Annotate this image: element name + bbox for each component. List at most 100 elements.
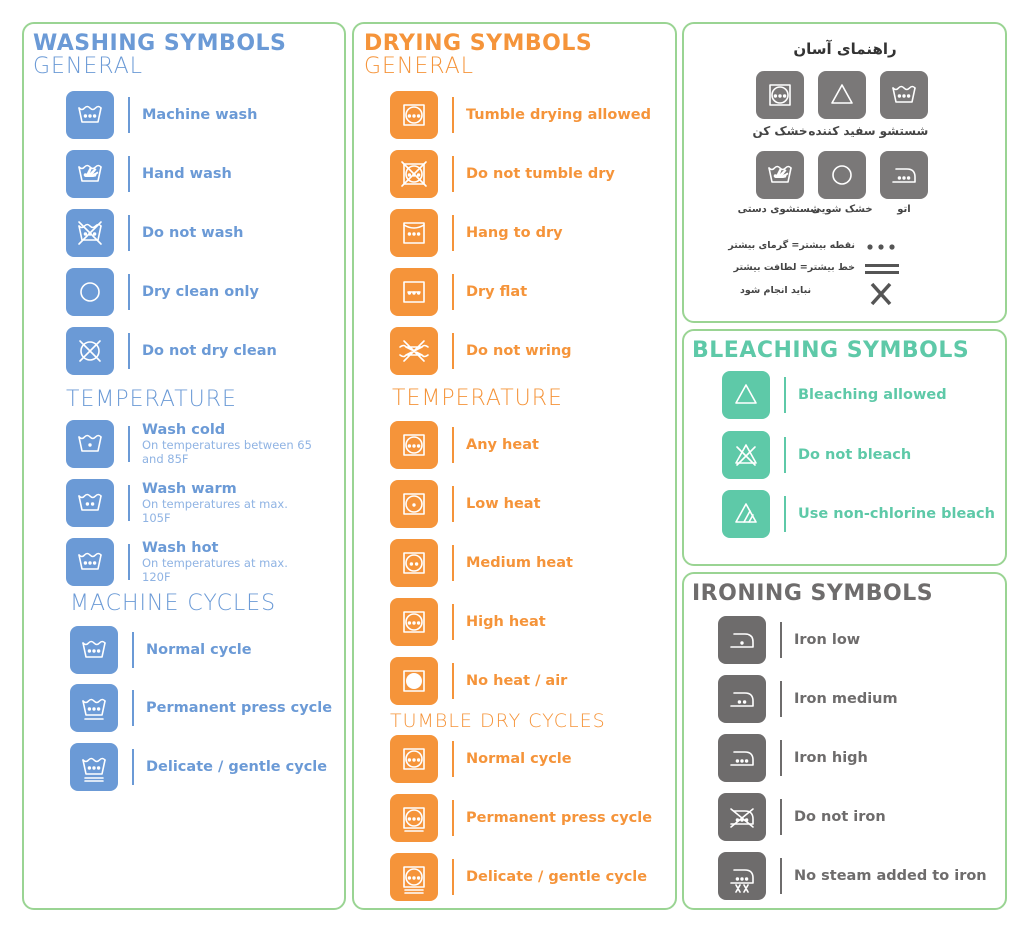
item-label: Do not wring xyxy=(466,343,572,359)
triangle-icon xyxy=(818,71,866,119)
tumble-one-line-icon xyxy=(390,794,438,842)
divider xyxy=(128,274,130,310)
iron-no-steam-icon xyxy=(718,852,766,900)
item-label: Hand wash xyxy=(142,166,232,182)
do-not-wring-icon xyxy=(390,327,438,375)
hang-dry-icon xyxy=(390,209,438,257)
triangle-crossed-icon xyxy=(722,431,770,479)
divider xyxy=(128,426,130,462)
divider xyxy=(128,544,130,580)
guide-symbol-label: شستشوی دستی xyxy=(737,204,820,215)
iron-one-dot-icon xyxy=(718,616,766,664)
divider xyxy=(132,690,134,726)
list-item: Machine wash xyxy=(66,91,257,139)
item-text: Do not wash xyxy=(142,225,243,241)
divider xyxy=(452,333,454,369)
list-item: High heat xyxy=(390,598,546,646)
item-text: Do not bleach xyxy=(798,447,911,463)
list-item: No steam added to iron xyxy=(718,852,987,900)
section-heading: TUMBLE DRY CYCLES xyxy=(390,710,606,732)
divider xyxy=(452,545,454,581)
item-text: Bleaching allowed xyxy=(798,387,947,403)
item-label: Wash cold xyxy=(142,422,226,438)
item-text: Iron high xyxy=(794,750,868,766)
section-heading: MACHINE CYCLES xyxy=(70,591,277,616)
list-item: Any heat xyxy=(390,421,539,469)
tumble-two-dots-icon xyxy=(390,539,438,587)
guide-legend-text: نباید انجام شود xyxy=(740,285,812,296)
item-text: Do not wring xyxy=(466,343,572,359)
item-text: Permanent press cycle xyxy=(466,810,652,826)
tub-crossed-icon xyxy=(66,209,114,257)
item-label: Tumble drying allowed xyxy=(466,107,651,123)
guide-symbol-label: اتو xyxy=(897,204,911,215)
divider xyxy=(452,215,454,251)
item-label: Do not tumble dry xyxy=(466,166,615,182)
item-text: Delicate / gentle cycle xyxy=(146,759,327,775)
list-item: Low heat xyxy=(390,480,541,528)
item-label: Do not iron xyxy=(794,809,886,825)
divider xyxy=(128,333,130,369)
tub-three-dots-icon xyxy=(66,538,114,586)
tumble-filled-icon xyxy=(390,657,438,705)
washing-title: WASHING SYMBOLS xyxy=(33,31,287,56)
list-item: Medium heat xyxy=(390,539,573,587)
list-item: Hang to dry xyxy=(390,209,563,257)
divider xyxy=(780,799,782,835)
item-text: Iron low xyxy=(794,632,860,648)
list-item: Normal cycle xyxy=(70,626,252,674)
iron-icon xyxy=(880,151,928,199)
item-label: Any heat xyxy=(466,437,539,453)
triangle-striped-icon xyxy=(722,490,770,538)
tumble-dry-icon xyxy=(390,735,438,783)
divider xyxy=(452,741,454,777)
item-label: Normal cycle xyxy=(466,751,572,767)
item-label: Dry flat xyxy=(466,284,528,300)
list-item: Dry clean only xyxy=(66,268,259,316)
tumble-dry-icon xyxy=(390,91,438,139)
dry-flat-icon xyxy=(390,268,438,316)
section-heading: GENERAL xyxy=(33,54,144,79)
divider xyxy=(452,604,454,640)
section-heading: TEMPERATURE xyxy=(392,386,563,411)
hand-wash-icon xyxy=(756,151,804,199)
guide-symbol-label: سفید کننده xyxy=(808,124,876,138)
item-text: Any heat xyxy=(466,437,539,453)
item-label: Wash warm xyxy=(142,481,237,497)
guide-symbol-label: شستشو xyxy=(879,124,929,138)
list-item: Delicate / gentle cycle xyxy=(70,743,327,791)
item-text: No steam added to iron xyxy=(794,868,987,884)
item-label: Hang to dry xyxy=(466,225,563,241)
list-item: Do not dry clean xyxy=(66,327,277,375)
guide-legend-text: خط بیشتر= لطافت بیشتر xyxy=(733,262,855,273)
divider xyxy=(452,800,454,836)
divider xyxy=(132,749,134,785)
divider xyxy=(452,274,454,310)
item-text: Do not tumble dry xyxy=(466,166,615,182)
divider xyxy=(452,427,454,463)
item-label: Medium heat xyxy=(466,555,573,571)
item-text: Normal cycle xyxy=(466,751,572,767)
divider xyxy=(452,859,454,895)
tumble-two-lines-icon xyxy=(390,853,438,901)
ironing-title: IRONING SYMBOLS xyxy=(692,581,934,606)
lines-icon xyxy=(864,259,900,279)
item-text: Normal cycle xyxy=(146,642,252,658)
divider xyxy=(452,156,454,192)
divider xyxy=(452,97,454,133)
hand-wash-icon xyxy=(66,150,114,198)
section-heading: TEMPERATURE xyxy=(66,387,237,412)
divider xyxy=(780,681,782,717)
item-label: Do not dry clean xyxy=(142,343,277,359)
tub-icon xyxy=(880,71,928,119)
divider xyxy=(780,858,782,894)
item-text: Permanent press cycle xyxy=(146,700,332,716)
section-heading: GENERAL xyxy=(364,54,475,79)
list-item: Permanent press cycle xyxy=(70,684,332,732)
divider xyxy=(780,740,782,776)
tumble-three-dots-icon xyxy=(390,598,438,646)
